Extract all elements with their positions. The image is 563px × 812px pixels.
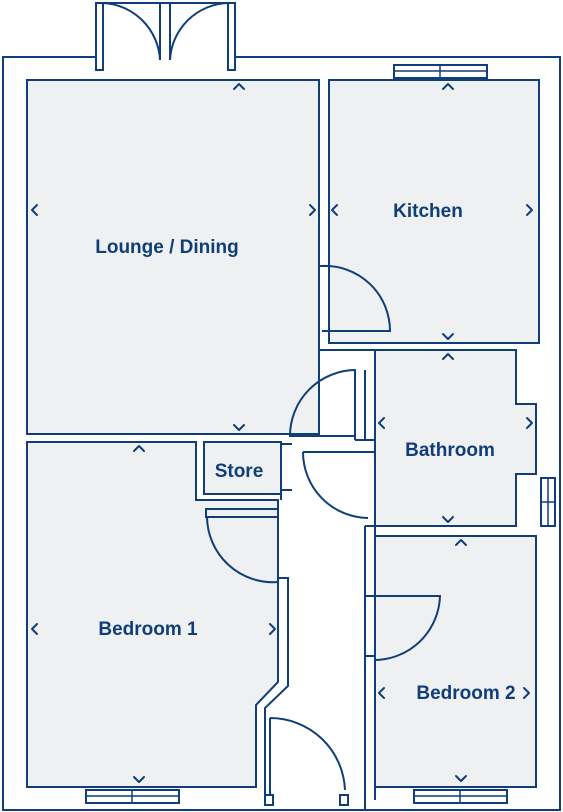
- door-bedroom-1: [206, 516, 279, 584]
- arrow-bed2-bottom: [455, 775, 467, 782]
- arrow-bed1-right: [269, 623, 276, 635]
- door-bedroom-2: [374, 595, 442, 661]
- window-bedroom-1: [85, 789, 180, 804]
- arrow-lounge-top: [233, 83, 245, 90]
- arrow-bath-left: [378, 417, 385, 429]
- window-bathroom: [540, 477, 556, 527]
- label-kitchen: Kitchen: [393, 201, 463, 222]
- arrow-lounge-bottom: [233, 424, 245, 431]
- arrow-bed2-top: [455, 539, 467, 546]
- arrow-lounge-left: [31, 204, 38, 216]
- arrow-lounge-right: [309, 204, 316, 216]
- door-store: [288, 369, 357, 437]
- french-door-right: [169, 2, 236, 71]
- window-entrance: [264, 794, 349, 806]
- label-lounge-dining: Lounge / Dining: [95, 237, 239, 258]
- label-bedroom-2: Bedroom 2: [416, 683, 515, 704]
- french-door-left: [95, 2, 161, 71]
- arrow-bed1-top: [133, 445, 145, 452]
- arrow-bed2-right: [523, 687, 530, 699]
- hall-wall-bed2: [364, 525, 376, 810]
- room-bedroom-2: [374, 535, 537, 788]
- arrow-kitchen-left: [331, 204, 338, 216]
- arrow-bed1-bottom: [133, 776, 145, 783]
- arrow-bed2-left: [378, 687, 385, 699]
- label-bathroom: Bathroom: [405, 440, 495, 461]
- arrow-bath-bottom: [442, 516, 454, 523]
- arrow-bath-top: [442, 353, 454, 360]
- window-bedroom-2: [413, 789, 508, 804]
- hall-wall-bed1: [205, 508, 289, 800]
- hall-wall-store: [195, 442, 282, 501]
- arrow-kitchen-bottom: [442, 333, 454, 340]
- door-store-small: [282, 443, 292, 491]
- arrow-bed1-left: [31, 623, 38, 635]
- room-bathroom: [374, 349, 537, 527]
- hall-wall-bath: [354, 370, 375, 453]
- door-bathroom: [302, 451, 369, 519]
- label-store: Store: [215, 461, 264, 482]
- label-bedroom-1: Bedroom 1: [98, 619, 198, 640]
- door-kitchen: [321, 264, 392, 332]
- window-kitchen: [393, 64, 488, 79]
- door-entrance-hall: [269, 716, 346, 800]
- arrow-kitchen-right: [526, 204, 533, 216]
- dimension-arrows: [31, 83, 533, 783]
- arrow-bath-right: [526, 417, 533, 429]
- room-lounge-dining: [26, 79, 320, 435]
- arrow-kitchen-top: [442, 83, 454, 90]
